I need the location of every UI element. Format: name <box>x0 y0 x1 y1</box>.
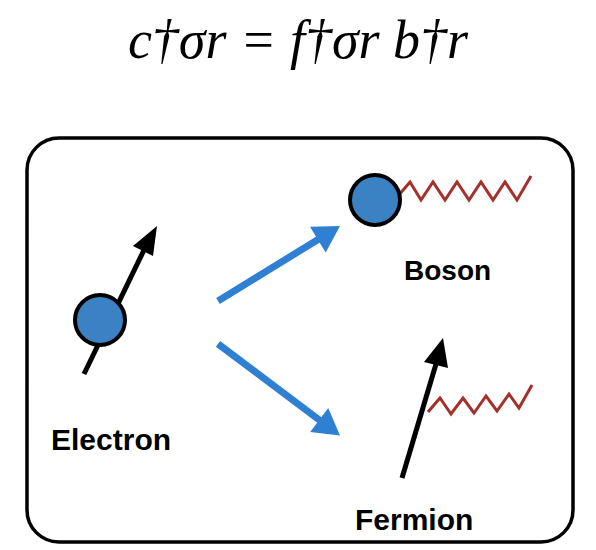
spin-arrowhead <box>424 338 448 368</box>
wavy-line <box>398 176 531 200</box>
spin-arrowhead <box>133 226 157 256</box>
particle-node: Fermion <box>340 330 548 537</box>
decay-arrow <box>218 344 340 436</box>
arrowhead <box>310 226 340 252</box>
arrow-shaft <box>218 236 323 301</box>
boson-circle <box>350 175 400 225</box>
particle-label: Boson <box>404 255 538 287</box>
wavy-line <box>428 385 532 414</box>
particle-label: Fermion <box>355 503 548 538</box>
frame-box <box>27 138 573 542</box>
spin-arrow <box>402 364 436 478</box>
particle-label: Electron <box>51 423 218 458</box>
formula-title: c†σr = f†σr b†r <box>0 8 596 72</box>
decay-arrow <box>218 226 340 301</box>
particle-node: Electron <box>45 262 218 457</box>
electron-circle <box>75 295 125 345</box>
arrow-shaft <box>218 344 324 424</box>
arrowhead <box>310 408 340 436</box>
particle-node: Boson <box>340 165 538 287</box>
